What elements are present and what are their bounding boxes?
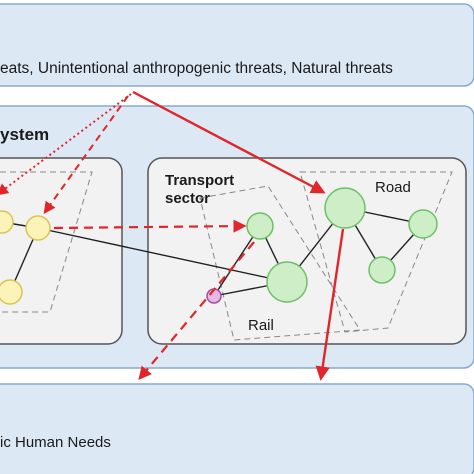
- node-road-3: [368, 256, 396, 284]
- transport-sector-box: [147, 157, 467, 345]
- needs-band: [0, 383, 474, 474]
- node-rail-1: [246, 212, 274, 240]
- network-nodes: [0, 187, 438, 305]
- node-road-1: [324, 187, 366, 229]
- sector-title-line2: sector: [165, 190, 210, 207]
- threats-text: eats, Unintentional anthropogenic threat…: [0, 60, 393, 77]
- road-label: Road: [375, 179, 411, 196]
- node-yellow-2: [25, 215, 51, 241]
- threat-arrows: [0, 90, 345, 381]
- edge-yellow-to-rail: [37, 227, 288, 283]
- threats-band: [0, 3, 474, 87]
- road-region: [299, 171, 453, 333]
- left-sector-box: [0, 157, 123, 345]
- arrow-yellow-to-rail: [53, 219, 247, 233]
- arrow-threat-to-road: [132, 90, 326, 194]
- node-road-2: [408, 209, 438, 239]
- sector-title-line1: Transport: [165, 172, 234, 189]
- rail-label: Rail: [248, 317, 274, 334]
- needs-text: ic Human Needs: [0, 434, 111, 451]
- node-yellow-3: [0, 279, 23, 305]
- rail-region: [199, 185, 361, 341]
- arrow-road-to-needs: [315, 228, 345, 381]
- node-rail-2: [266, 261, 308, 303]
- system-title: ystem: [0, 125, 49, 144]
- node-yellow-1: [0, 210, 14, 234]
- edge-rail-1-pink: [213, 225, 261, 297]
